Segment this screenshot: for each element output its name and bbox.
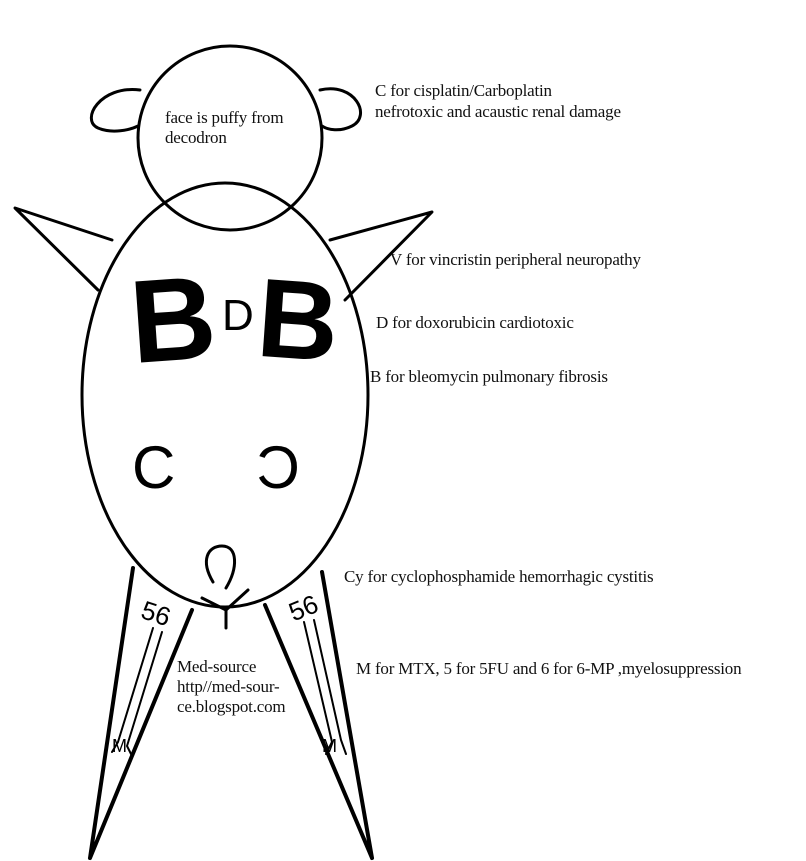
source-credit: Med-source http//med-sour- ce.blogspot.c… — [177, 657, 285, 717]
mtx-label: M for MTX, 5 for 5FU and 6 for 6-MP ,mye… — [356, 659, 741, 679]
vincristin-label: V for vincristin peripheral neuropathy — [390, 250, 641, 270]
source-line3: ce.blogspot.com — [177, 697, 285, 717]
thigh-left-letter: M — [112, 736, 127, 756]
source-line2: http//med-sour- — [177, 677, 285, 697]
kidney-left-letter: C — [132, 434, 175, 501]
ear-right — [320, 89, 361, 130]
kidney-right-letter: C — [257, 434, 300, 501]
face-note: face is puffy from decodron — [165, 108, 315, 148]
bleomycin-label: B for bleomycin pulmonary fibrosis — [370, 367, 608, 387]
doxorubicin-label: D for doxorubicin cardiotoxic — [376, 313, 574, 333]
thigh-right-letter: M — [322, 736, 337, 756]
cyclophosphamide-label: Cy for cyclophosphamide hemorrhagic cyst… — [344, 567, 653, 587]
arm-left — [15, 208, 112, 290]
thigh-bone-right — [304, 620, 346, 754]
bladder-symbol — [202, 546, 248, 628]
heart-letter: D — [222, 291, 254, 340]
leg-right-marks: 56 — [284, 589, 322, 628]
ear-left — [91, 90, 140, 132]
leg-left-marks: 56 — [138, 595, 175, 632]
lung-left-letter: B — [126, 251, 220, 389]
cisplatin-label-line1: C for cisplatin/Carboplatin — [375, 81, 552, 101]
cisplatin-label-line2: nefrotoxic and acaustic renal damage — [375, 102, 621, 122]
torso — [82, 183, 368, 607]
source-line1: Med-source — [177, 657, 285, 677]
lung-right-letter: B — [253, 255, 342, 385]
